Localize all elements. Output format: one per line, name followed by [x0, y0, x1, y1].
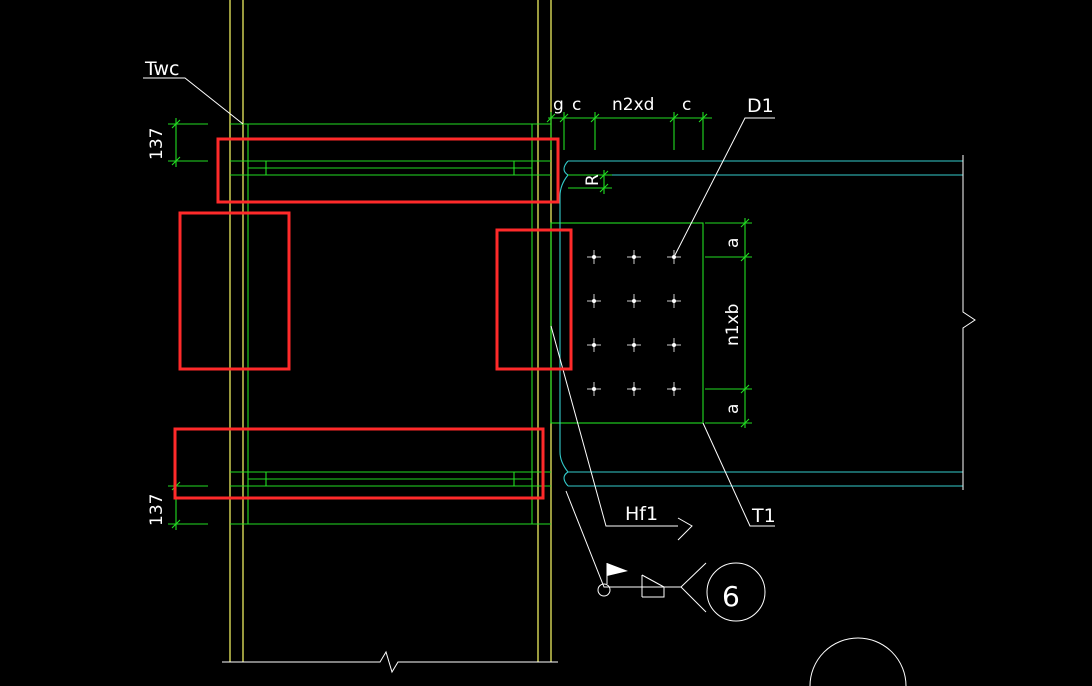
bolt-icon	[627, 338, 641, 352]
bolt-icon	[627, 382, 641, 396]
detail-callout-circle	[706, 562, 766, 622]
dim-bottom-137: 137	[147, 494, 167, 526]
detail-number: 6	[722, 580, 740, 613]
bolt-icon	[587, 250, 601, 264]
dim-g: g	[553, 95, 564, 115]
bolt-icon	[667, 250, 681, 264]
column	[229, 0, 552, 662]
d1-label: D1	[747, 95, 774, 117]
weld-flag-icon	[607, 563, 628, 576]
dimension-lines	[168, 112, 752, 530]
bolt-icon	[587, 294, 601, 308]
bolt-icon	[627, 250, 641, 264]
column-break-line	[222, 650, 558, 674]
dim-c-left: c	[572, 95, 581, 115]
highlight-box-top-stiffener	[216, 137, 560, 204]
highlight-box-right-web	[495, 228, 573, 371]
dim-a-bottom: a	[723, 404, 743, 414]
bolt-icon	[587, 338, 601, 352]
beam	[559, 155, 976, 490]
dim-c-right: c	[682, 95, 691, 115]
highlight-box-bottom-stiffener	[173, 427, 545, 500]
bolt-icon	[667, 382, 681, 396]
dim-a-top: a	[723, 238, 743, 248]
hf1-label: Hf1	[625, 503, 658, 525]
dim-n2xd: n2xd	[612, 95, 654, 115]
dim-top-137: 137	[147, 128, 167, 160]
leader-lines	[143, 77, 907, 686]
twc-label: Twc	[144, 58, 179, 80]
dim-n1xb: n1xb	[723, 304, 743, 346]
bolt-icon	[667, 294, 681, 308]
bolt-icon	[667, 338, 681, 352]
t1-label: T1	[751, 505, 776, 527]
dim-r: R	[583, 174, 603, 186]
bolt-grid	[587, 250, 681, 396]
highlight-box-left-web	[178, 211, 291, 371]
bolt-icon	[627, 294, 641, 308]
panel-zone	[230, 123, 704, 525]
bolt-icon	[587, 382, 601, 396]
